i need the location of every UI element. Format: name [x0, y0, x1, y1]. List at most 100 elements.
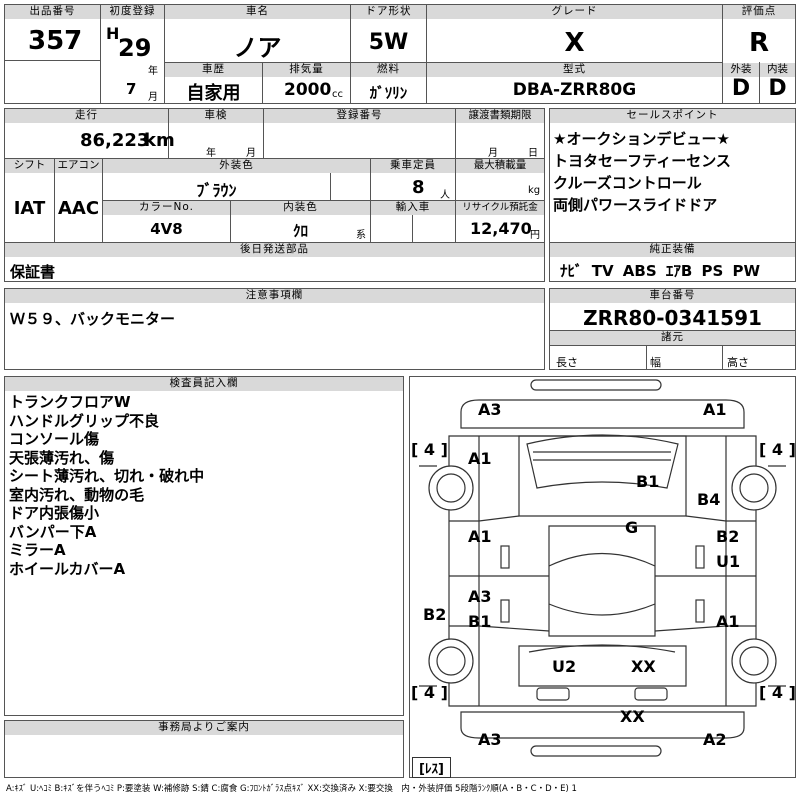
model-label: 型式	[427, 63, 722, 77]
score: R	[748, 28, 770, 58]
shift: IAT	[13, 198, 46, 219]
car-name: ノア	[233, 34, 282, 62]
mark-sill-l: B2	[423, 605, 447, 624]
int-color-label: 内装色	[231, 201, 370, 215]
equipment: ﾅﾋﾞ TV ABS ｴｱB PS PW	[560, 262, 761, 280]
capacity: 8	[412, 177, 425, 198]
inspector-item: コンソール傷	[9, 430, 100, 448]
sales-item: トヨタセーフティーセンス	[553, 152, 731, 170]
cc-unit: cc	[332, 89, 343, 100]
person-unit: 人	[440, 190, 450, 201]
mark-front-left: A3	[478, 400, 502, 419]
transfer-month-unit: 月	[488, 148, 498, 159]
transfer-label: 譲渡書類期限	[456, 109, 544, 123]
recycle-label: リサイクル預託金	[456, 201, 544, 215]
int-color-unit: 系	[356, 230, 366, 241]
mark-fender-l: A1	[468, 449, 492, 468]
km-unit: km	[144, 130, 175, 151]
door-label: ドア形状	[351, 5, 426, 19]
displacement: 2000	[284, 80, 332, 100]
mark-tire-fr: [ 4 ]	[759, 440, 796, 459]
mark-front-right: A1	[703, 400, 727, 419]
notes-label: 注意事項欄	[5, 289, 544, 303]
insp-year-unit: 年	[206, 148, 216, 159]
ac-label: エアコン	[55, 159, 102, 173]
sales-item: 両側パワースライドドア	[553, 196, 718, 214]
ext-label: 外装	[723, 63, 759, 77]
inspector-list: トランクフロアW ハンドルグリップ不良 コンソール傷 天張薄汚れ、傷 シート薄汚…	[9, 393, 204, 578]
inspector-item: ミラーA	[9, 541, 66, 559]
spare-tire: [ﾚｽ]	[412, 757, 451, 778]
mark-door-rl1: A3	[468, 587, 492, 606]
legend: A:ｷｽﾞ U:ﾍｺﾐ B:ｷｽﾞを伴うﾍｺﾐ P:要塗装 W:補修跡 S:錆 …	[6, 784, 577, 794]
office-label: 事務局よりご案内	[5, 721, 403, 735]
dim-height: 高さ	[727, 356, 749, 369]
mark-door-rl2: B1	[468, 612, 492, 631]
era: H	[106, 24, 120, 43]
grade-label: グレード	[427, 5, 722, 19]
mark-rear-right: A2	[703, 730, 727, 749]
equipment-label: 純正装備	[550, 243, 795, 257]
ac: AAC	[57, 198, 100, 219]
car-diagram	[419, 379, 786, 757]
mark-door-fr2: U1	[716, 552, 741, 571]
mark-tail-l: U2	[552, 657, 577, 676]
score-label: 評価点	[723, 5, 795, 19]
later-label: 後日発送部品	[5, 243, 544, 257]
header-block	[4, 4, 796, 104]
inspector-item: ドア内張傷小	[9, 504, 100, 522]
inspector-label: 検査員記入欄	[5, 377, 403, 391]
mark-fender-r: B4	[697, 490, 721, 509]
history: 自家用	[186, 83, 241, 104]
transfer-day-unit: 日	[528, 148, 538, 159]
office-block	[4, 720, 404, 778]
mileage-label: 走行	[5, 109, 168, 123]
mark-tire-rl: [ 4 ]	[411, 683, 448, 702]
car-name-label: 車名	[165, 5, 350, 19]
sales-item: ★オークションデビュー★	[553, 130, 730, 148]
chassis-label: 車台番号	[550, 289, 795, 303]
car-diagram-block	[409, 376, 796, 778]
recycle: 12,470	[470, 219, 532, 238]
details-block	[4, 108, 545, 282]
notes-block	[4, 288, 545, 370]
inspector-item: シート薄汚れ、切れ・破れ中	[9, 467, 205, 485]
mark-rear-bumper: XX	[620, 707, 645, 726]
first-reg-label: 初度登録	[101, 5, 164, 19]
mark-hood: B1	[636, 472, 660, 491]
int-color: ｸﾛ	[292, 222, 308, 240]
fuel-label: 燃料	[351, 63, 426, 77]
ext-grade: D	[731, 76, 751, 101]
chassis-number: ZRR80-0341591	[583, 306, 762, 330]
sales-label: セールスポイント	[550, 109, 795, 123]
inspector-item: トランクフロアW	[9, 393, 131, 411]
grade: X	[564, 28, 585, 58]
fuel: ｶﾞｿﾘﾝ	[369, 84, 408, 102]
int-label: 内装	[760, 63, 795, 77]
inspector-item: 天張薄汚れ、傷	[9, 448, 115, 467]
mark-tire-fl: [ 4 ]	[411, 440, 448, 459]
later-parts: 保証書	[10, 263, 56, 281]
color-label: 外装色	[103, 159, 370, 173]
color-no-label: カラーNo.	[103, 201, 230, 215]
year-unit: 年	[148, 66, 158, 77]
load-label: 最大積載量	[456, 159, 544, 173]
inspector-item: ホイールカバーA	[9, 559, 126, 578]
sales-item: クルーズコントロール	[553, 174, 702, 192]
dims-label: 諸元	[550, 331, 795, 345]
month-unit: 月	[148, 92, 158, 103]
inspector-item: 室内汚れ、動物の毛	[9, 485, 145, 504]
dim-length: 長さ	[556, 356, 578, 369]
door: 5W	[368, 30, 409, 55]
reg-no-label: 登録番号	[264, 109, 455, 123]
inspector-block	[4, 376, 404, 716]
inspector-item: バンパー下A	[9, 522, 97, 541]
reg-month: 7	[126, 80, 137, 98]
int-grade: D	[768, 76, 787, 101]
import-label: 輸入車	[371, 201, 455, 215]
mark-door-fr1: B2	[716, 527, 740, 546]
inspector-item: ハンドルグリップ不良	[9, 411, 160, 430]
kg-unit: kg	[528, 185, 541, 196]
sales-block	[549, 108, 796, 282]
model: DBA-ZRR80G	[512, 80, 637, 100]
